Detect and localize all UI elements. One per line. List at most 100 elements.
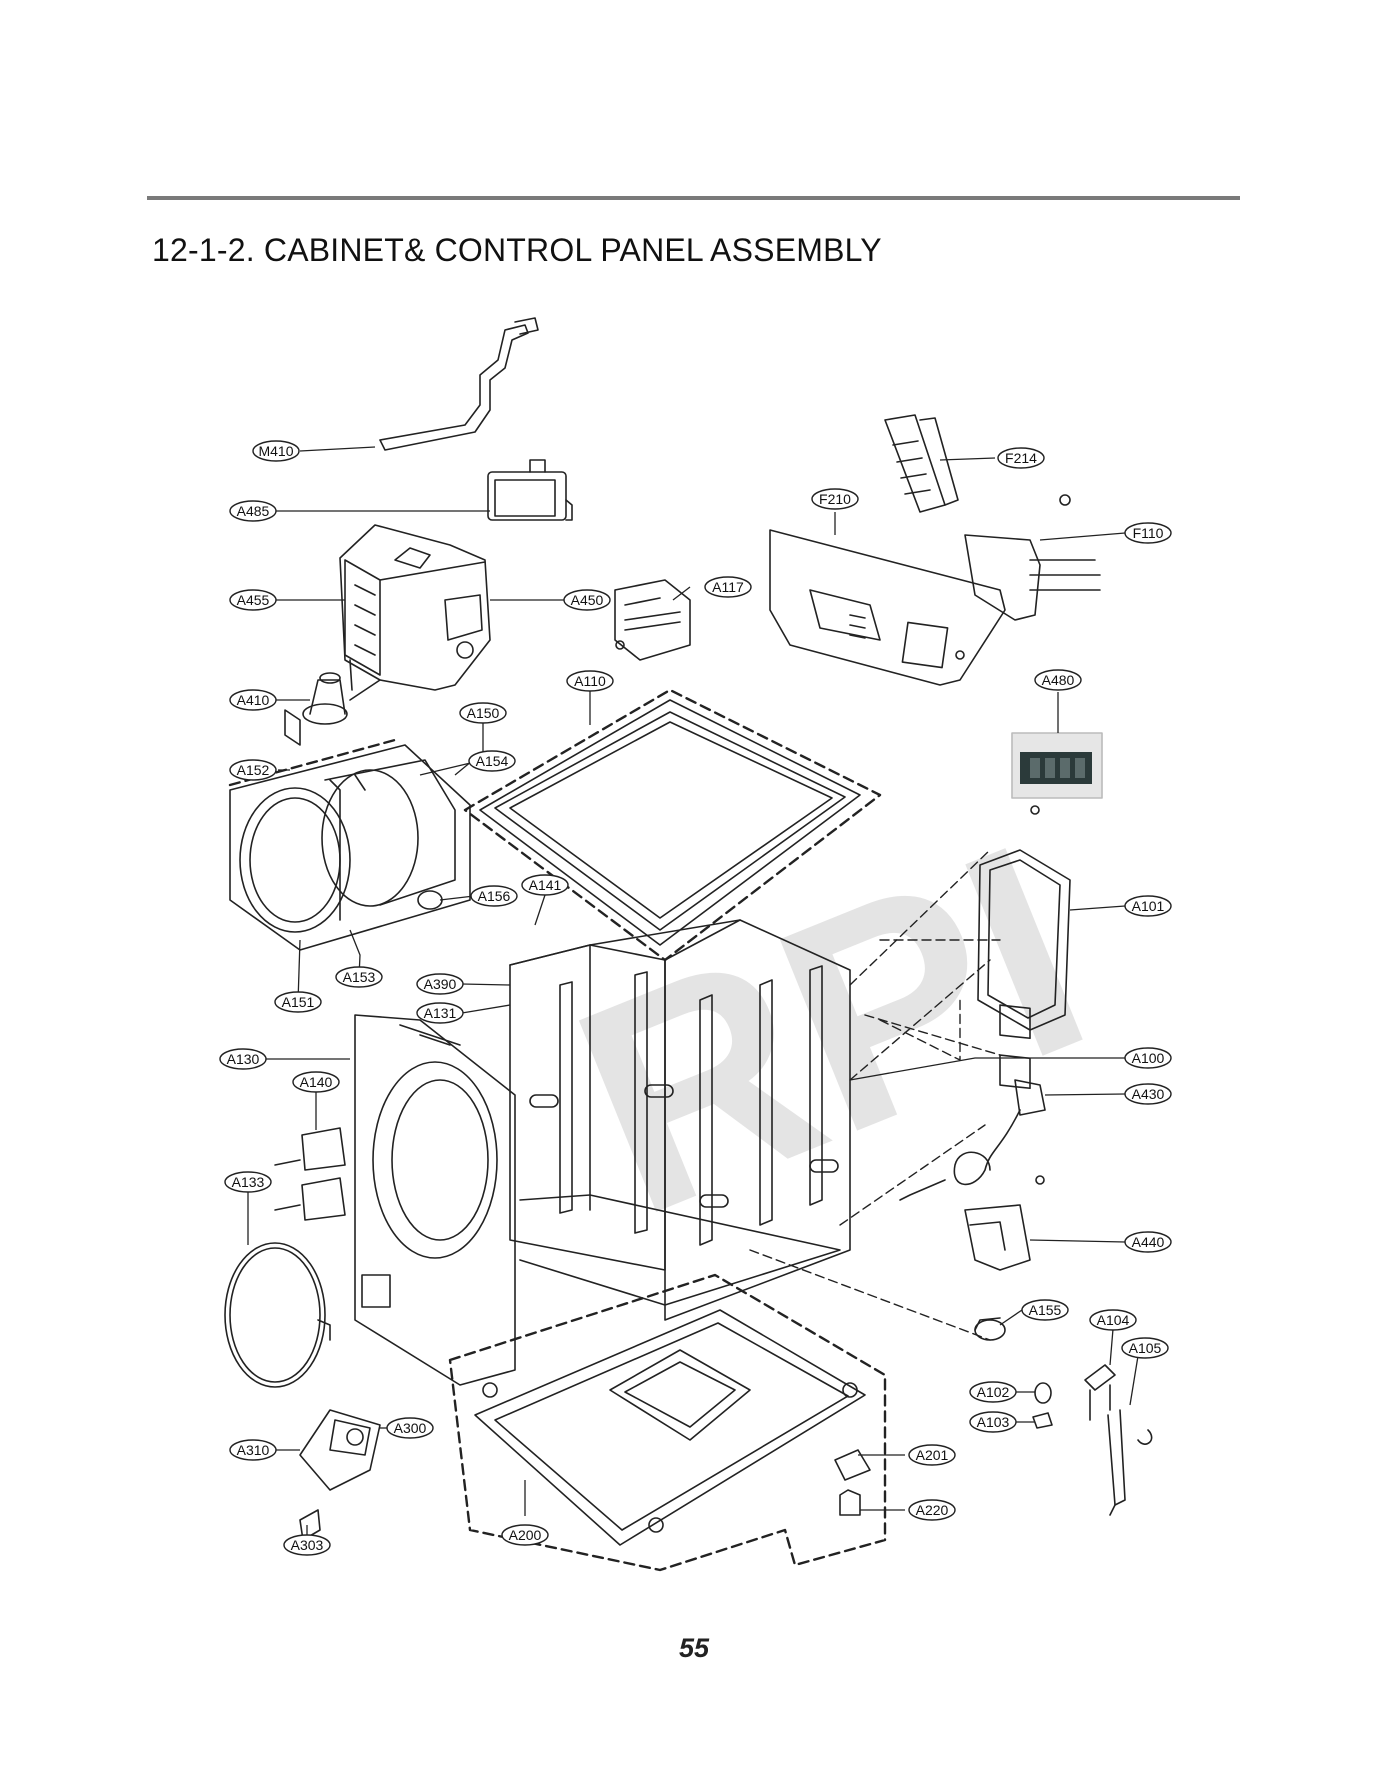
callout-a103: A103 — [969, 1411, 1017, 1433]
callout-label: A141 — [529, 877, 562, 893]
callout-a117: A117 — [704, 576, 752, 598]
door-assembly-part — [229, 709, 471, 951]
rail-bracket-part — [379, 317, 539, 451]
callout-a300: A300 — [386, 1417, 434, 1439]
callout-a110: A110 — [566, 670, 614, 692]
header-rule — [147, 196, 1240, 200]
callout-label: A200 — [509, 1527, 542, 1543]
callout-a155: A155 — [1021, 1299, 1069, 1321]
callout-bubble — [908, 1444, 956, 1466]
callout-bubble — [566, 670, 614, 692]
callout-label: A130 — [227, 1051, 260, 1067]
callout-a101: A101 — [1124, 895, 1172, 917]
callout-a303: A303 — [283, 1534, 331, 1556]
callout-bubble — [908, 1499, 956, 1521]
callout-bubble — [1089, 1309, 1137, 1331]
callout-label: A152 — [237, 762, 270, 778]
callout-bubble — [1124, 1231, 1172, 1253]
callout-label: A310 — [237, 1442, 270, 1458]
callout-bubble — [811, 488, 859, 510]
callout-a410: A410 — [229, 689, 277, 711]
bracket-plate-part — [614, 579, 691, 661]
callout-bubble — [1124, 522, 1172, 544]
callout-bubble — [283, 1534, 331, 1556]
callout-a455: A455 — [229, 589, 277, 611]
callout-f110: F110 — [1124, 522, 1172, 544]
callout-a141: A141 — [521, 874, 569, 896]
hinge-part — [274, 1127, 346, 1221]
callout-label: F110 — [1133, 525, 1164, 541]
callout-a201: A201 — [908, 1444, 956, 1466]
callout-label: A140 — [300, 1074, 333, 1090]
callout-label: M410 — [258, 443, 293, 459]
callout-bubble — [1034, 669, 1082, 691]
button-strip-part — [884, 414, 959, 513]
section-title: 12-1-2. CABINET& CONTROL PANEL ASSEMBLY — [152, 232, 882, 268]
callout-bubble — [224, 1171, 272, 1193]
callout-bubble — [997, 447, 1045, 469]
callout-bubble — [1124, 895, 1172, 917]
callout-bubble — [416, 1002, 464, 1024]
callout-label: A100 — [1132, 1050, 1165, 1066]
callout-a100: A100 — [1124, 1047, 1172, 1069]
clamp-ring-part — [224, 1242, 331, 1388]
callout-a430: A430 — [1124, 1083, 1172, 1105]
top-plate-part — [479, 699, 861, 946]
callout-label: A430 — [1132, 1086, 1165, 1102]
panel-bracket-part — [964, 494, 1101, 621]
callout-label: A201 — [916, 1447, 949, 1463]
callout-label: A117 — [712, 579, 744, 595]
callout-bubble — [229, 1439, 277, 1461]
callout-label: A455 — [237, 592, 270, 608]
callout-bubble — [229, 589, 277, 611]
damper-part — [1084, 1364, 1153, 1516]
callout-a485: A485 — [229, 500, 277, 522]
callout-bubble — [292, 1071, 340, 1093]
rear-cover-part — [977, 805, 1071, 1090]
callout-bubble — [969, 1381, 1017, 1403]
callout-label: A410 — [237, 692, 270, 708]
callout-bubble — [219, 1048, 267, 1070]
callout-label: A104 — [1097, 1312, 1130, 1328]
callout-a390: A390 — [416, 973, 464, 995]
callout-bubble — [704, 576, 752, 598]
page-number: 55 — [678, 1633, 710, 1663]
callout-bubble — [1124, 1083, 1172, 1105]
callout-label: A102 — [977, 1384, 1010, 1400]
callout-label: A300 — [394, 1420, 427, 1436]
sensor-board-image — [1011, 732, 1103, 799]
callout-a220: A220 — [908, 1499, 956, 1521]
callout-label: A485 — [237, 503, 270, 519]
callout-bubble — [969, 1411, 1017, 1433]
callout-label: A220 — [916, 1502, 949, 1518]
callout-label: A153 — [343, 969, 376, 985]
callout-label: A151 — [282, 994, 315, 1010]
callout-bubble — [470, 885, 518, 907]
callout-bubble — [416, 973, 464, 995]
callout-a156: A156 — [470, 885, 518, 907]
callout-a310: A310 — [229, 1439, 277, 1461]
callout-label: A155 — [1029, 1302, 1062, 1318]
callout-label: A303 — [291, 1537, 324, 1553]
callout-a152: A152 — [229, 759, 277, 781]
callout-label: A390 — [424, 976, 457, 992]
callout-label: A150 — [467, 705, 500, 721]
callout-bubble — [252, 440, 300, 462]
callout-bubble — [335, 966, 383, 988]
noise-filter-part — [964, 1175, 1045, 1271]
callout-a140: A140 — [292, 1071, 340, 1093]
callout-bubble — [1121, 1337, 1169, 1359]
callout-a105: A105 — [1121, 1337, 1169, 1359]
callout-label: A450 — [571, 592, 604, 608]
callout-bubble — [274, 991, 322, 1013]
callout-bubble — [1021, 1299, 1069, 1321]
callout-a151: A151 — [274, 991, 322, 1013]
front-panel-part — [354, 1014, 516, 1386]
callout-bubble — [229, 500, 277, 522]
knob-part — [974, 1317, 1006, 1341]
callout-label: A101 — [1132, 898, 1165, 914]
cabinet-body-part — [509, 919, 851, 1321]
callout-bubble — [521, 874, 569, 896]
